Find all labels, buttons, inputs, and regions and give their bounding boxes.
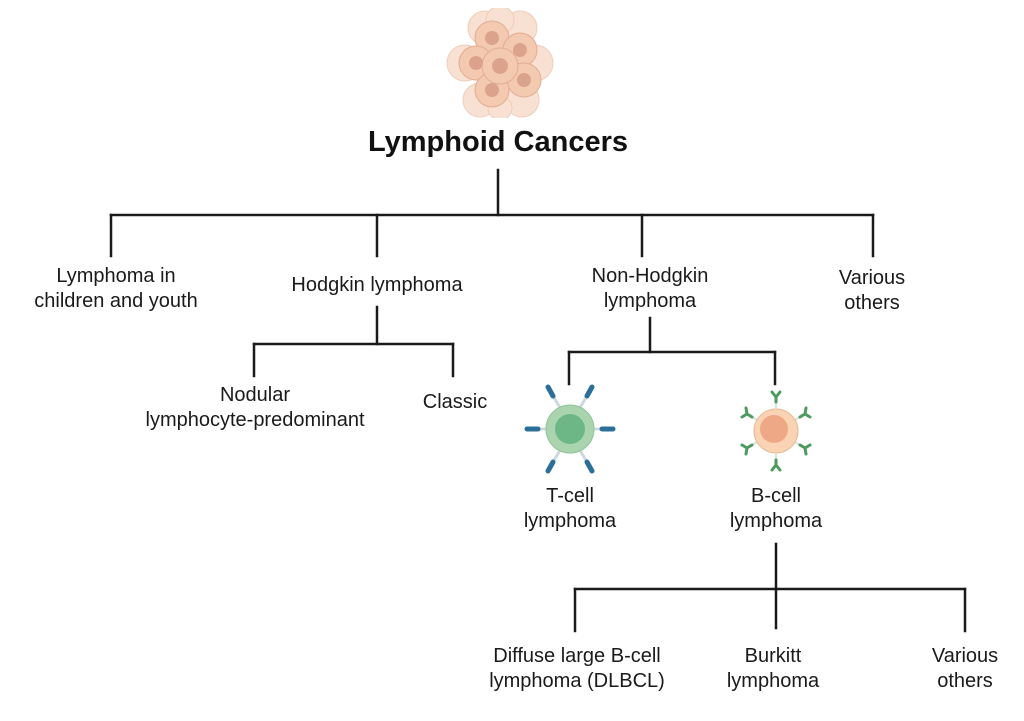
node-nodular-lymphocyte-predominant: Nodular lymphocyte-predominant	[146, 383, 365, 433]
node-hodgkin-lymphoma: Hodgkin lymphoma	[291, 273, 462, 298]
node-label-line2: lymphoma	[729, 510, 823, 532]
node-non-hodgkin-lymphoma: Non-Hodgkin lymphoma	[592, 264, 709, 314]
cancer-cell-cluster-icon	[446, 8, 554, 118]
node-label-line2: others	[844, 292, 900, 314]
node-burkitt-lymphoma: Burkitt lymphoma	[727, 644, 819, 694]
node-label-line2: lymphoma	[726, 670, 820, 692]
node-label-line1: Burkitt	[744, 645, 802, 667]
node-label-line2: lymphoma	[523, 510, 617, 532]
node-t-cell-lymphoma: T-cell lymphoma	[524, 484, 616, 534]
t-cell-icon	[524, 384, 616, 474]
node-dlbcl: Diffuse large B-cell lymphoma (DLBCL)	[489, 644, 665, 694]
b-cell-icon	[740, 390, 812, 472]
diagram-title: Lymphoid Cancers	[368, 126, 628, 158]
node-label-line1: Non-Hodgkin	[591, 265, 709, 287]
node-label-line1: T-cell	[546, 485, 594, 507]
node-label-line2: lymphoma (DLBCL)	[489, 670, 665, 692]
node-classic: Classic	[423, 390, 487, 415]
node-label-line1: B-cell	[750, 485, 802, 507]
node-label-line2: children and youth	[34, 290, 198, 312]
node-label-line2: lymphoma	[603, 290, 697, 312]
node-label-line1: Classic	[422, 391, 488, 413]
node-label-line1: Lymphoma in	[56, 265, 176, 287]
node-label-line1: Various	[931, 645, 999, 667]
node-label-line1: Nodular	[219, 384, 291, 406]
node-label-line2: lymphocyte-predominant	[145, 409, 365, 431]
node-b-cell-lymphoma: B-cell lymphoma	[730, 484, 822, 534]
node-label-line2: others	[937, 670, 993, 692]
node-label-line1: Hodgkin lymphoma	[291, 274, 463, 296]
node-label-line1: Various	[838, 267, 906, 289]
node-lymphoma-children-youth: Lymphoma in children and youth	[34, 264, 197, 314]
node-various-others: Various others	[839, 266, 905, 316]
node-various-others-bcell: Various others	[932, 644, 998, 694]
node-label-line1: Diffuse large B-cell	[493, 645, 661, 667]
